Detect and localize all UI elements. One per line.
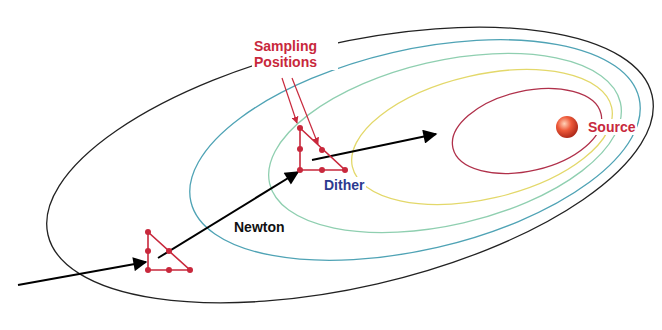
sample-dot	[145, 267, 151, 273]
sampling-triangle	[300, 128, 345, 170]
contour-line	[21, 0, 662, 330]
sample-dot	[166, 267, 172, 273]
sample-dot	[342, 167, 348, 173]
step-arrow	[18, 262, 146, 285]
sample-dot	[297, 146, 303, 152]
leader-line	[292, 78, 318, 144]
sample-dot	[145, 248, 151, 254]
step-label: Newton	[232, 219, 287, 235]
source-label: Source	[586, 119, 637, 135]
source-sphere	[556, 116, 578, 138]
sample-dot	[319, 167, 325, 173]
sample-dot	[166, 248, 172, 254]
sampling-triangle	[148, 232, 190, 270]
callout-label: Sampling Positions	[252, 38, 338, 70]
contour-line	[168, 1, 661, 299]
sample-dot	[297, 125, 303, 131]
sample-dot	[297, 167, 303, 173]
step-arrow	[158, 172, 298, 258]
contour-line	[338, 47, 625, 228]
sample-dot	[145, 229, 151, 235]
sample-dot	[187, 267, 193, 273]
contour-line	[251, 23, 639, 264]
sample-dot	[319, 147, 325, 153]
step-label: Dither	[322, 177, 366, 193]
